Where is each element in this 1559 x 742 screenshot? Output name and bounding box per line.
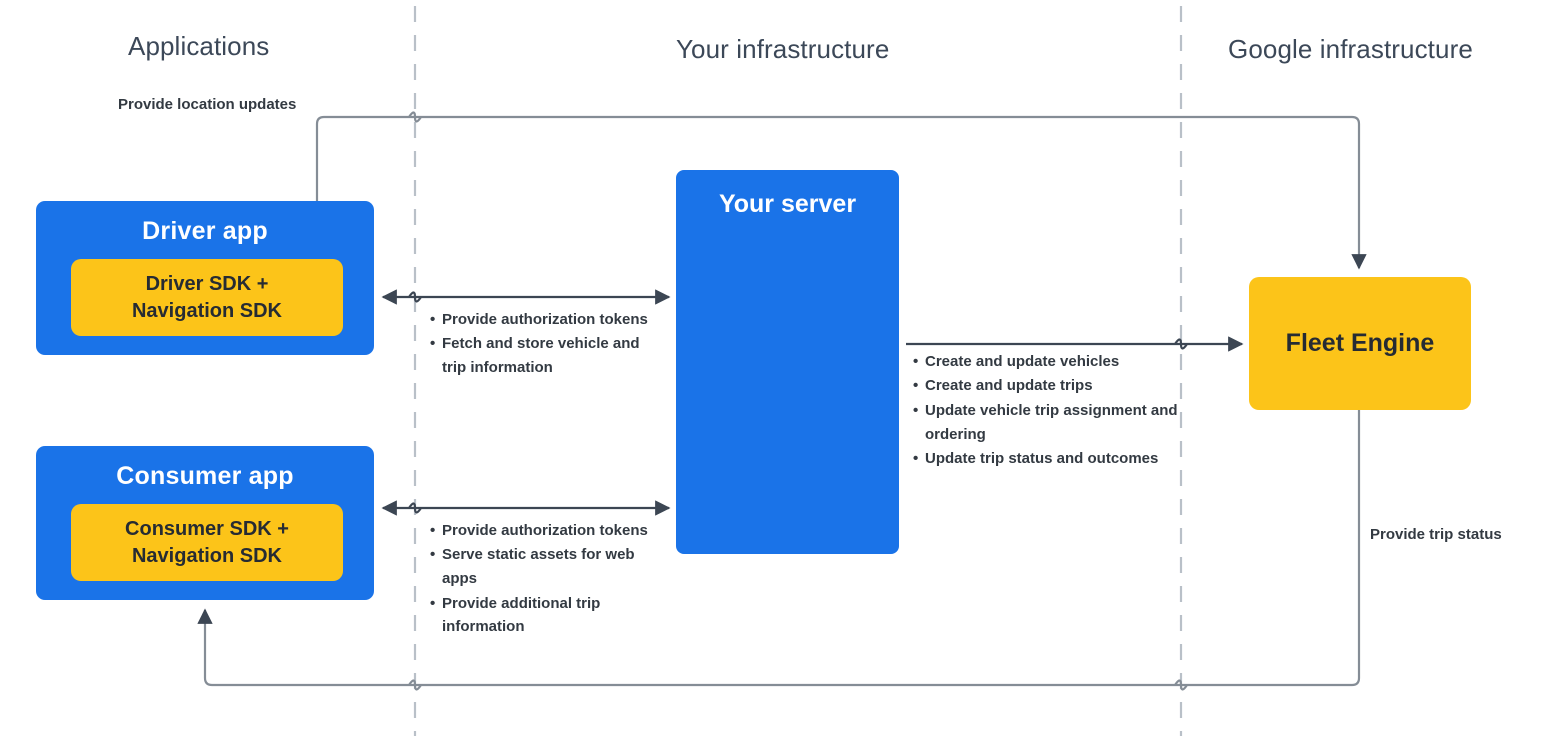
edge-bullet-item: Update trip status and outcomes <box>913 447 1178 471</box>
edge-bullets-server-to-fleet: Create and update vehiclesCreate and upd… <box>913 350 1178 471</box>
edge-bullets-driver-to-server: Provide authorization tokensFetch and st… <box>430 308 660 381</box>
fleet-engine-title: Fleet Engine <box>1285 329 1435 357</box>
node-consumer-app: Consumer app Consumer SDK + Navigation S… <box>36 446 374 600</box>
driver-sdk-line-2: Navigation SDK <box>131 299 283 322</box>
edge-bullet-item: Update vehicle trip assignment and order… <box>913 399 1178 446</box>
column-header-your-infrastructure: Your infrastructure <box>676 34 890 64</box>
consumer-sdk-line-2: Navigation SDK <box>131 544 283 567</box>
node-driver-sdk: Driver SDK + Navigation SDK <box>71 259 343 336</box>
wire-hop-trip-status-right <box>1174 679 1188 691</box>
driver-sdk-line-1: Driver SDK + <box>145 272 269 295</box>
edge-bullet-item: Create and update vehicles <box>913 350 1178 374</box>
wire-hop-location-left <box>408 111 422 123</box>
node-fleet-engine: Fleet Engine <box>1249 277 1471 410</box>
column-header-applications: Applications <box>128 31 270 61</box>
edge-bullet-item: Provide additional trip information <box>430 592 660 639</box>
driver-app-title: Driver app <box>142 217 268 245</box>
consumer-sdk-line-1: Consumer SDK + <box>125 517 289 540</box>
node-your-server: Your server <box>676 170 899 554</box>
edge-bullet-item: Fetch and store vehicle and trip informa… <box>430 332 660 379</box>
node-consumer-sdk: Consumer SDK + Navigation SDK <box>71 504 343 581</box>
edge-bullet-item: Provide authorization tokens <box>430 308 660 332</box>
wire-hop-driver-divider <box>408 291 422 303</box>
wire-hop-server-fleet-divider <box>1174 338 1188 350</box>
your-server-title: Your server <box>718 190 857 218</box>
wire-hop-trip-status-left <box>408 679 422 691</box>
wire-hop-consumer-divider <box>408 502 422 514</box>
consumer-app-title: Consumer app <box>116 462 294 490</box>
edge-bullets-consumer-to-server: Provide authorization tokensServe static… <box>430 519 660 640</box>
edge-label-provide-trip-status: Provide trip status <box>1370 526 1502 543</box>
edge-label-provide-location-updates: Provide location updates <box>118 96 297 113</box>
column-header-google-infrastructure: Google infrastructure <box>1228 34 1473 64</box>
edge-bullet-item: Create and update trips <box>913 374 1178 398</box>
node-driver-app: Driver app Driver SDK + Navigation SDK <box>36 201 374 355</box>
edge-bullet-item: Serve static assets for web apps <box>430 543 660 590</box>
edge-bullet-item: Provide authorization tokens <box>430 519 660 543</box>
